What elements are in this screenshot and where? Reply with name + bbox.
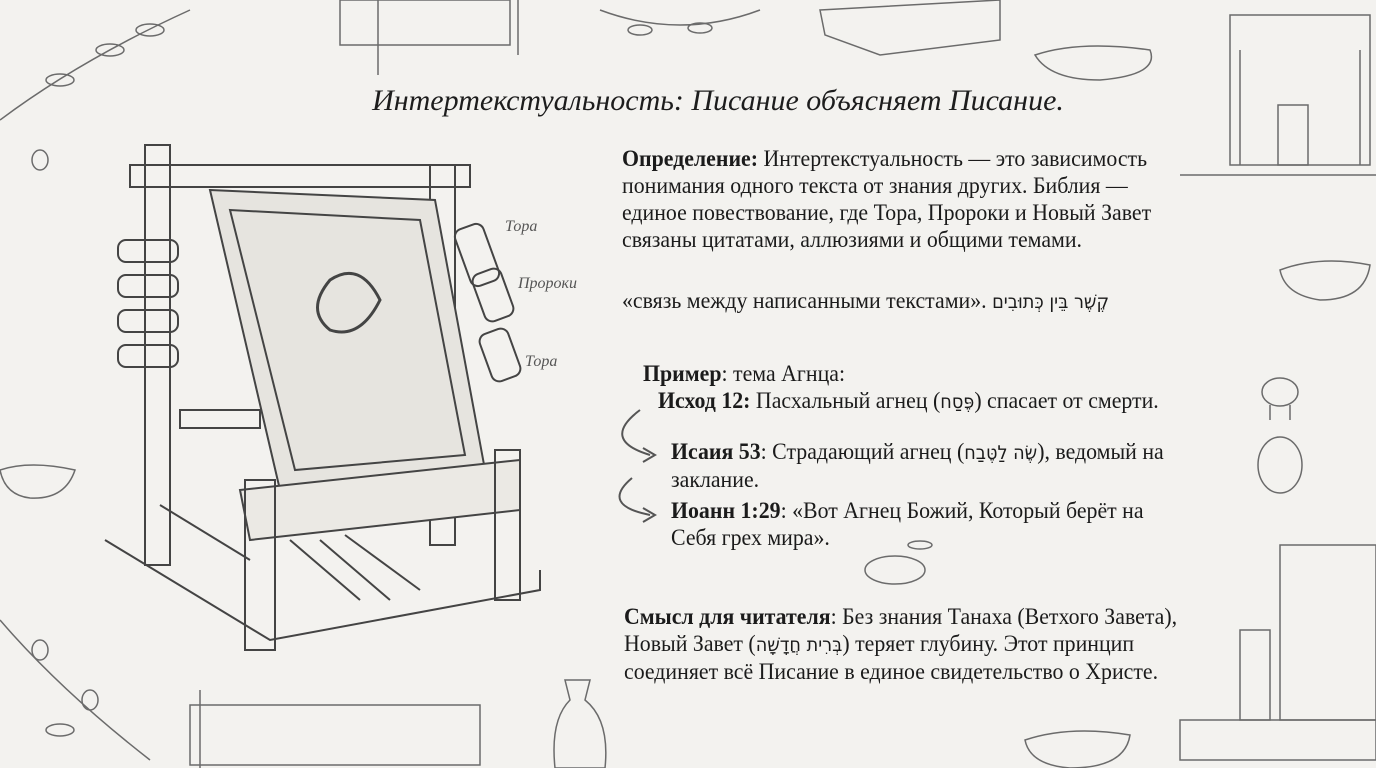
- definition-section: Определение: Интертекстуальность — это з…: [622, 146, 1151, 254]
- example-text: : Страдающий агнец (: [760, 439, 965, 465]
- example-item-exodus: Исход 12: Пасхальный агнец (פֶּסַח) спас…: [658, 388, 1159, 416]
- spool-icon: [453, 222, 522, 383]
- meaning-text: Новый Завет (: [624, 631, 756, 657]
- arrow-icon: [618, 477, 657, 523]
- loom-label-torah-2: Тора: [525, 353, 558, 370]
- example-ref: Иоанн 1:29: [671, 498, 781, 524]
- definition-line: связаны цитатами, аллюзиями и общими тем…: [622, 227, 1083, 253]
- example-text: ), ведомый на: [1037, 439, 1164, 465]
- jar-icon: [553, 679, 607, 768]
- example-text: ) спасает от смерти.: [974, 388, 1159, 414]
- lamb-icon: [864, 540, 933, 585]
- example-section: Пример: тема Агнца:: [643, 361, 845, 388]
- lamb-icon: [1261, 377, 1299, 420]
- example-hebrew: שֶׂה לַטֶּבַח: [964, 442, 1038, 464]
- spool-icon: [117, 239, 179, 368]
- meaning-text: : Без знания Танаха (Ветхого Завета),: [830, 604, 1178, 630]
- definition-line: понимания одного текста от знания других…: [622, 173, 1128, 199]
- book-icon: [819, 0, 1001, 56]
- quote-hebrew: קֶשֶׁר בֵּין כְּתוּבִים: [992, 291, 1110, 313]
- example-ref: Исаия 53: [671, 439, 761, 465]
- loom-label-torah: Тора: [505, 218, 538, 235]
- olive-branch-icon: [0, 9, 191, 171]
- scroll-icon: [339, 0, 519, 75]
- quote-text: «связь между написанными текстами».: [622, 288, 987, 314]
- loom-illustration: [104, 144, 541, 651]
- lamb-icon: [1257, 436, 1303, 494]
- definition-line: Интертекстуальность — это зависимость: [758, 146, 1148, 172]
- olive-branch-icon: [0, 619, 151, 761]
- example-text: Пасхальный агнец (: [750, 388, 941, 414]
- example-ref: Исход 12:: [658, 388, 751, 414]
- quote-line: «связь между написанными текстами». קֶשֶ…: [622, 288, 1109, 316]
- example-hebrew: פֶּסַח: [940, 391, 975, 413]
- oil-lamp-icon: [1024, 730, 1131, 768]
- meaning-text: ) теряет глубину. Этот принцип: [842, 631, 1135, 657]
- example-text: : тема Агнца:: [721, 361, 846, 387]
- oil-lamp-icon: [1033, 45, 1153, 81]
- temple-icon: [1179, 544, 1376, 761]
- meaning-label: Смысл для читателя: [624, 604, 831, 630]
- example-text: Себя грех мира».: [671, 525, 830, 551]
- oil-lamp-icon: [0, 464, 76, 499]
- meaning-text: соединяет всё Писание в единое свидетель…: [624, 659, 1159, 685]
- meaning-section: Смысл для читателя: Без знания Танаха (В…: [624, 604, 1177, 686]
- loom-label-prophets: Пророки: [518, 275, 578, 292]
- scroll-icon: [189, 690, 481, 768]
- oil-lamp-icon: [1279, 260, 1371, 301]
- example-item-isaiah: Исаия 53: Страдающий агнец (שֶׂה לַטֶּבַ…: [671, 439, 1164, 494]
- page-title: Интертекстуальность: Писание объясняет П…: [372, 84, 1064, 117]
- definition-label: Определение:: [622, 146, 759, 172]
- example-label: Пример: [643, 361, 722, 387]
- arrow-icon: [621, 409, 657, 463]
- meaning-hebrew: בְּרִית חֲדָשָׁה: [755, 634, 843, 656]
- olive-branch-icon: [599, 9, 761, 36]
- temple-icon: [1180, 14, 1376, 176]
- example-text: : «Вот Агнец Божий, Который берёт на: [780, 498, 1144, 524]
- example-item-john: Иоанн 1:29: «Вот Агнец Божий, Который бе…: [671, 498, 1144, 552]
- definition-line: единое повествование, где Тора, Пророки …: [622, 200, 1152, 226]
- example-text: заклание.: [671, 467, 760, 493]
